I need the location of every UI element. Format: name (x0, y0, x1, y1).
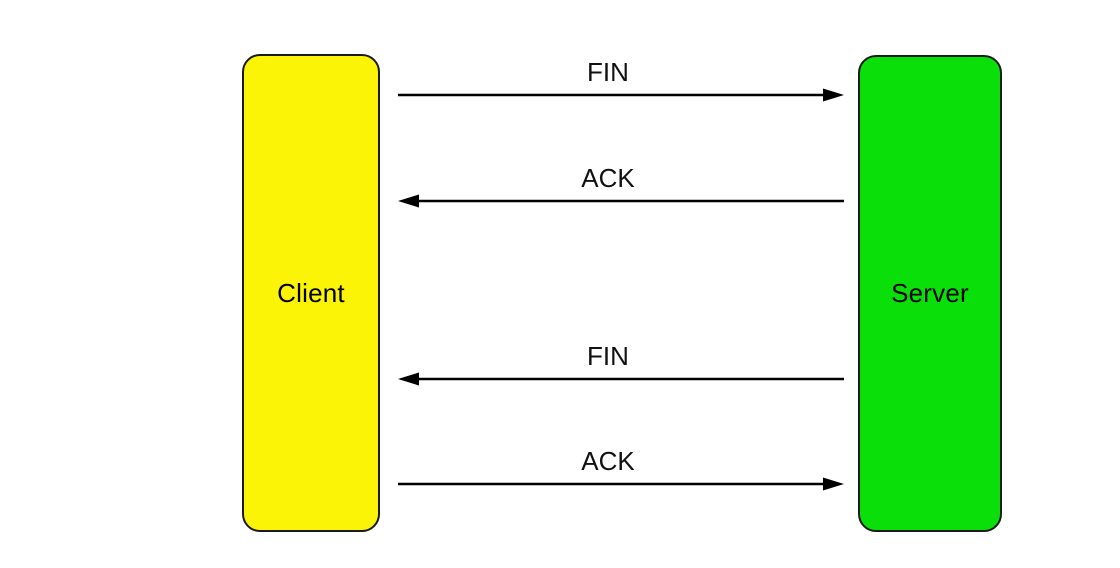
arrowhead-icon (398, 372, 419, 386)
message-arrow-fin-client-to-server (398, 88, 844, 102)
client-node: Client (242, 54, 380, 532)
server-node-label: Server (891, 278, 969, 308)
message-label-3: FIN (587, 341, 629, 371)
arrowhead-icon (823, 477, 844, 491)
message-arrow-fin-server-to-client (398, 372, 844, 386)
arrowhead-icon (823, 88, 844, 102)
server-node: Server (858, 55, 1002, 532)
message-arrow-ack-client-to-server (398, 477, 844, 491)
message-label-4: ACK (581, 446, 635, 476)
message-arrow-ack-server-to-client (398, 194, 844, 208)
message-label-2: ACK (581, 163, 635, 193)
message-label-1: FIN (587, 57, 629, 87)
client-node-label: Client (277, 277, 345, 308)
arrowhead-icon (398, 194, 419, 208)
